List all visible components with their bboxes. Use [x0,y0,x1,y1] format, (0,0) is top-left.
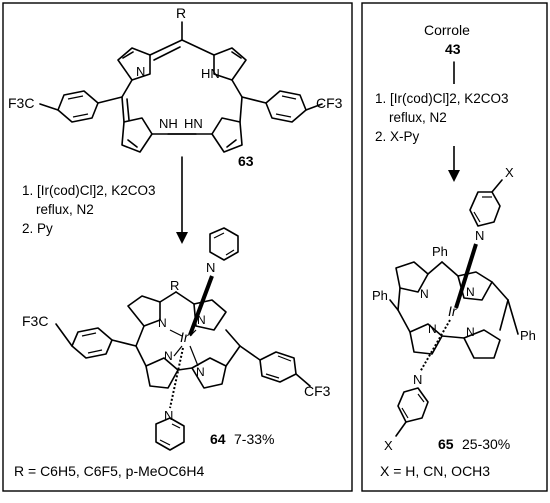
compound-65-number: 65 [438,436,454,452]
right-cf3-label: CF3 [316,95,343,111]
compound-65-yield: 25-30% [462,436,510,452]
compound-64-number: 64 [210,431,226,447]
x-group-definition: X = H, CN, OCH3 [380,463,490,479]
pyrrole-nh-label-4: HN [184,116,203,131]
bottom-xpy-n-label: N [413,372,422,387]
ph-label-top: Ph [432,244,448,259]
left-reaction-arrow [176,156,188,244]
left-conditions-reflux: reflux, N2 [36,202,94,217]
compound-63-number: 63 [238,153,254,169]
n-label-g: N [428,322,437,336]
n-label-b: N [197,313,206,327]
product-meso-r-label: R [170,278,179,293]
right-conditions-step2: 2. X-Py [375,129,420,144]
pyrrole-nh-label-2: HN [201,66,220,81]
n-label-e: N [420,287,429,301]
product-left-cf3-label: F3C [22,313,48,329]
pyrrole-n-label-1: N [136,64,145,79]
right-conditions-reflux: reflux, N2 [389,110,447,125]
compound-64-yield: 7-33% [234,431,274,447]
corrole-label: Corrole [424,22,470,38]
n-label-f: N [466,285,475,299]
right-conditions-backdrop [372,84,540,146]
meso-r-label: R [176,5,186,21]
left-panel-frame [2,2,353,492]
n-label-h: N [466,325,475,339]
product-64-ir-label: Ir [180,329,190,345]
bottom-x-label: X [384,438,393,453]
right-conditions-step1: 1. [Ir(cod)Cl]2, K2CO3 [375,91,509,106]
product-65-ir-label: Ir [448,303,458,319]
n-label-d: N [196,365,205,379]
top-xpy-n-label: N [475,228,484,243]
iridium-corrole-64-structure: N R Ir N N N N F3C [22,227,331,451]
r-group-definition: R = C6H5, C6F5, p-MeOC6H4 [14,463,204,479]
product-right-cf3-label: CF3 [304,383,331,399]
n-label-a: N [158,316,167,330]
compound-43-number: 43 [445,41,461,57]
corrole-63-structure: R N HN NH HN F3C [8,5,343,169]
bottom-pyridine-n-label: N [164,408,173,423]
left-cf3-label: F3C [8,95,34,111]
top-pyridine-n-label: N [206,260,215,275]
iridium-corrole-65-structure: X N Ph Ph Ph Ir N N N N N [372,165,536,453]
top-x-label: X [505,165,514,180]
pyrrole-nh-label-3: NH [159,116,178,131]
ph-label-left: Ph [372,288,388,303]
n-label-c: N [164,349,173,363]
left-conditions-step1: 1. [Ir(cod)Cl]2, K2CO3 [22,183,156,198]
ph-label-right: Ph [520,328,536,343]
left-conditions-step2: 2. Py [22,221,53,236]
